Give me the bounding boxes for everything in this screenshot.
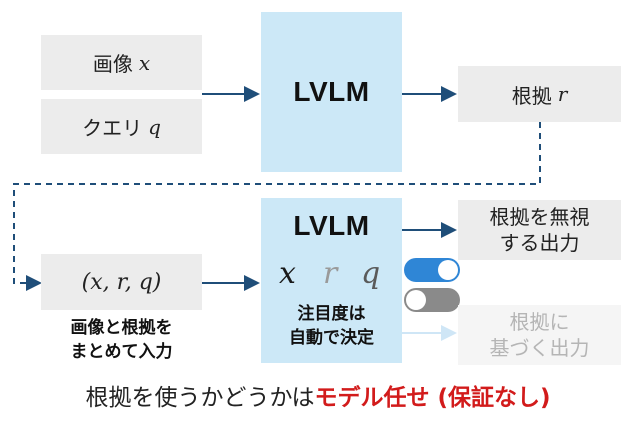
rationale-variable: r [557, 82, 568, 106]
query-label: クエリ [82, 116, 143, 140]
image-input-box: 画像 x [41, 35, 202, 90]
footer-emphasis-text: モデル任せ (保証なし) [314, 385, 551, 411]
toggle-off-switch [404, 288, 460, 312]
input-caption: 画像と根拠を まとめて入力 [30, 316, 213, 364]
toggle-on-switch [404, 258, 460, 282]
var-x-attended: x [279, 256, 296, 291]
lvlm-box-top: LVLM [261, 12, 402, 172]
attention-caption-line2: 自動で決定 [289, 328, 374, 348]
based-output-line1: 根拠に [509, 310, 570, 334]
var-q-attended: q [361, 256, 381, 291]
attention-caption-line1: 注目度は [297, 304, 366, 324]
lvlm-box-bottom: LVLM x r q 注目度は 自動で決定 [261, 198, 402, 363]
var-r-attended: r [323, 256, 338, 291]
tuple-input-box: (x, r, q) [41, 254, 202, 310]
footer-statement: 根拠を使うかどうかはモデル任せ (保証なし) [0, 378, 636, 412]
based-output-line2: 基づく出力 [489, 336, 590, 360]
image-variable: x [138, 50, 151, 75]
ignore-output-line2: する出力 [499, 231, 580, 255]
rationale-based-output-box: 根拠に 基づく出力 [458, 305, 621, 365]
query-variable: q [148, 114, 161, 139]
input-caption-line1: 画像と根拠を [70, 318, 173, 338]
input-caption-line2: まとめて入力 [70, 342, 173, 362]
rationale-label: 根拠 [511, 83, 552, 108]
arrow-rationale-feedback-dashed [13, 122, 541, 291]
ignore-rationale-output-box: 根拠を無視 する出力 [458, 200, 621, 260]
attention-caption: 注目度は 自動で決定 [261, 302, 402, 350]
ignore-output-line1: 根拠を無視 [489, 205, 590, 229]
input-tuple: (x, r, q) [81, 269, 162, 295]
query-input-box: クエリ q [41, 99, 202, 154]
lvlm-label-top: LVLM [293, 76, 370, 107]
image-label: 画像 [92, 52, 133, 76]
rationale-output-box: 根拠 r [458, 66, 621, 122]
lvlm-label-bottom: LVLM [293, 210, 370, 241]
footer-plain-text: 根拠を使うかどうかは [85, 385, 315, 411]
